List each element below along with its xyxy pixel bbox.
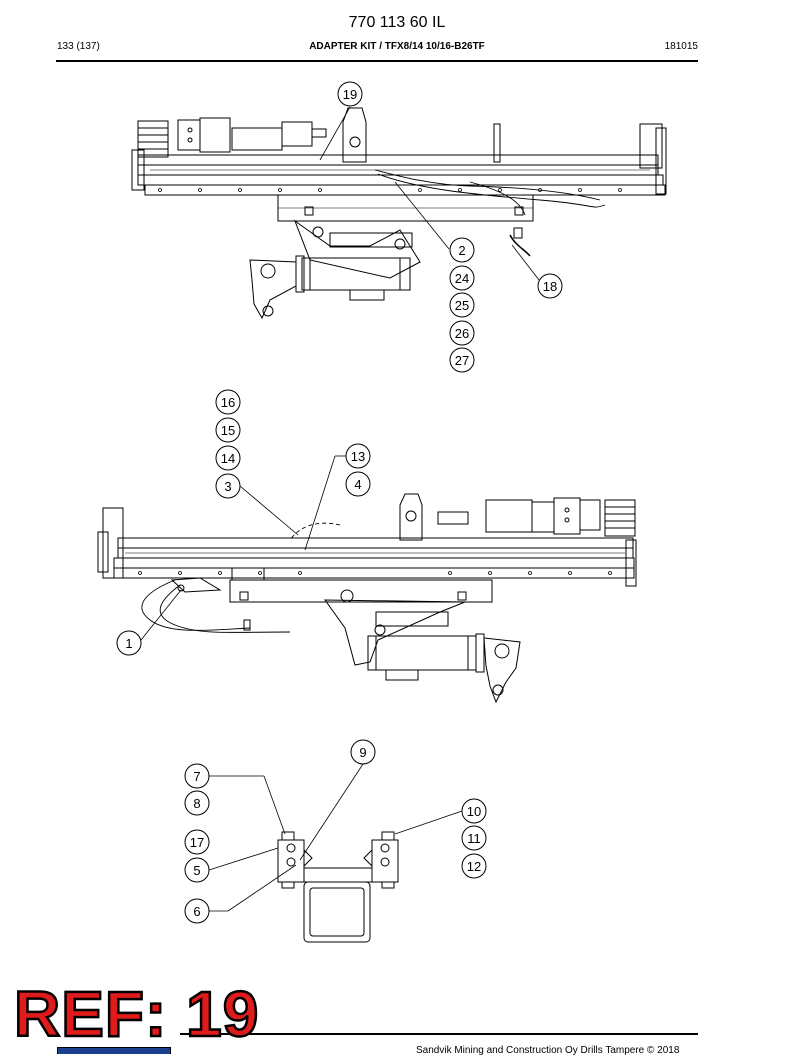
ref-stamp: REF: 19 bbox=[13, 978, 260, 1050]
callout-18: 18 bbox=[537, 273, 563, 299]
leader-lines-middle bbox=[140, 455, 346, 641]
callout-15: 15 bbox=[215, 417, 241, 443]
brand-logo bbox=[57, 1047, 171, 1054]
svg-text:9: 9 bbox=[359, 745, 366, 760]
svg-text:12: 12 bbox=[467, 859, 481, 874]
drawing-view-top bbox=[131, 107, 667, 320]
document-number: 770 113 60 IL bbox=[348, 14, 446, 31]
callout-12: 12 bbox=[461, 853, 487, 879]
callout-10: 10 bbox=[461, 798, 487, 824]
leader-lines-top bbox=[319, 106, 540, 281]
callout-13: 13 bbox=[345, 443, 371, 469]
callout-5: 5 bbox=[184, 857, 210, 883]
svg-text:2: 2 bbox=[458, 243, 465, 258]
callout-1: 1 bbox=[116, 630, 142, 656]
svg-text:14: 14 bbox=[221, 451, 235, 466]
svg-text:4: 4 bbox=[354, 477, 361, 492]
callout-27: 27 bbox=[449, 347, 475, 373]
document-code: 181015 bbox=[664, 41, 698, 52]
callout-2: 2 bbox=[449, 237, 475, 263]
callout-8: 8 bbox=[184, 790, 210, 816]
page-title: ADAPTER KIT / TFX8/14 10/16-B26TF bbox=[309, 41, 485, 52]
footer-divider bbox=[180, 1033, 698, 1035]
svg-text:15: 15 bbox=[221, 423, 235, 438]
callout-9: 9 bbox=[350, 739, 376, 765]
svg-text:7: 7 bbox=[193, 769, 200, 784]
svg-text:1: 1 bbox=[125, 636, 132, 651]
svg-text:26: 26 bbox=[455, 326, 469, 341]
callout-6: 6 bbox=[184, 898, 210, 924]
callout-26: 26 bbox=[449, 320, 475, 346]
callout-7: 7 bbox=[184, 763, 210, 789]
header-divider bbox=[56, 60, 698, 62]
svg-text:5: 5 bbox=[193, 863, 200, 878]
leader-lines-detail bbox=[208, 763, 463, 912]
page-number: 133 (137) bbox=[57, 41, 100, 52]
callout-19: 19 bbox=[337, 81, 363, 107]
callout-16: 16 bbox=[215, 389, 241, 415]
svg-text:27: 27 bbox=[455, 353, 469, 368]
callout-4: 4 bbox=[345, 471, 371, 497]
svg-text:16: 16 bbox=[221, 395, 235, 410]
svg-text:6: 6 bbox=[193, 904, 200, 919]
svg-text:17: 17 bbox=[190, 835, 204, 850]
callout-14: 14 bbox=[215, 445, 241, 471]
svg-text:18: 18 bbox=[543, 279, 557, 294]
svg-text:8: 8 bbox=[193, 796, 200, 811]
callout-24: 24 bbox=[449, 265, 475, 291]
svg-text:24: 24 bbox=[455, 271, 469, 286]
footer-copyright: Sandvik Mining and Construction Oy Drill… bbox=[416, 1045, 680, 1056]
callout-11: 11 bbox=[461, 825, 487, 851]
callout-3: 3 bbox=[215, 473, 241, 499]
svg-text:13: 13 bbox=[351, 449, 365, 464]
svg-text:19: 19 bbox=[343, 87, 357, 102]
svg-text:10: 10 bbox=[467, 804, 481, 819]
svg-text:25: 25 bbox=[455, 298, 469, 313]
drawing-view-detail bbox=[277, 831, 399, 943]
callout-17: 17 bbox=[184, 829, 210, 855]
callout-25: 25 bbox=[449, 292, 475, 318]
svg-text:11: 11 bbox=[467, 831, 481, 846]
svg-text:3: 3 bbox=[224, 479, 231, 494]
drawing-view-middle bbox=[97, 493, 637, 704]
